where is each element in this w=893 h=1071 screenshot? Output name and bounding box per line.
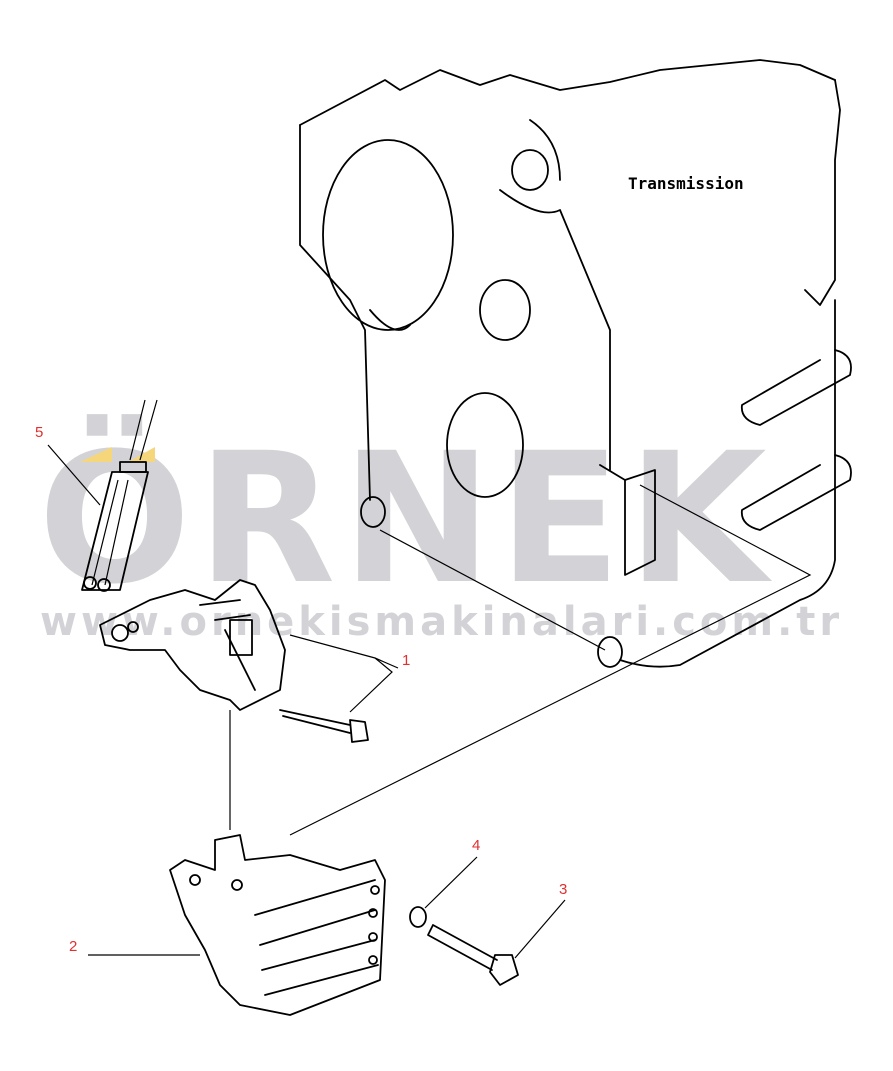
- callout-3: 3: [559, 881, 568, 898]
- transmission-label: Transmission: [628, 174, 744, 193]
- part-2-weight: [169, 834, 386, 1016]
- leader-lines: [47, 444, 566, 959]
- part-5-link: [81, 399, 158, 592]
- watermark-url: www.ornekismakinalari.com.tr: [40, 599, 844, 645]
- callout-1: 1: [402, 652, 411, 669]
- part-4-washer: [409, 906, 427, 928]
- callout-5: 5: [35, 424, 44, 441]
- watermark-accent: [80, 447, 112, 462]
- part-3-bolt: [427, 924, 519, 986]
- watermark-logo: ÖRNEK: [38, 415, 773, 624]
- transmission-housing: [289, 59, 852, 836]
- part-1-bracket: [99, 579, 369, 830]
- callout-4: 4: [472, 837, 481, 854]
- callout-2: 2: [69, 938, 78, 955]
